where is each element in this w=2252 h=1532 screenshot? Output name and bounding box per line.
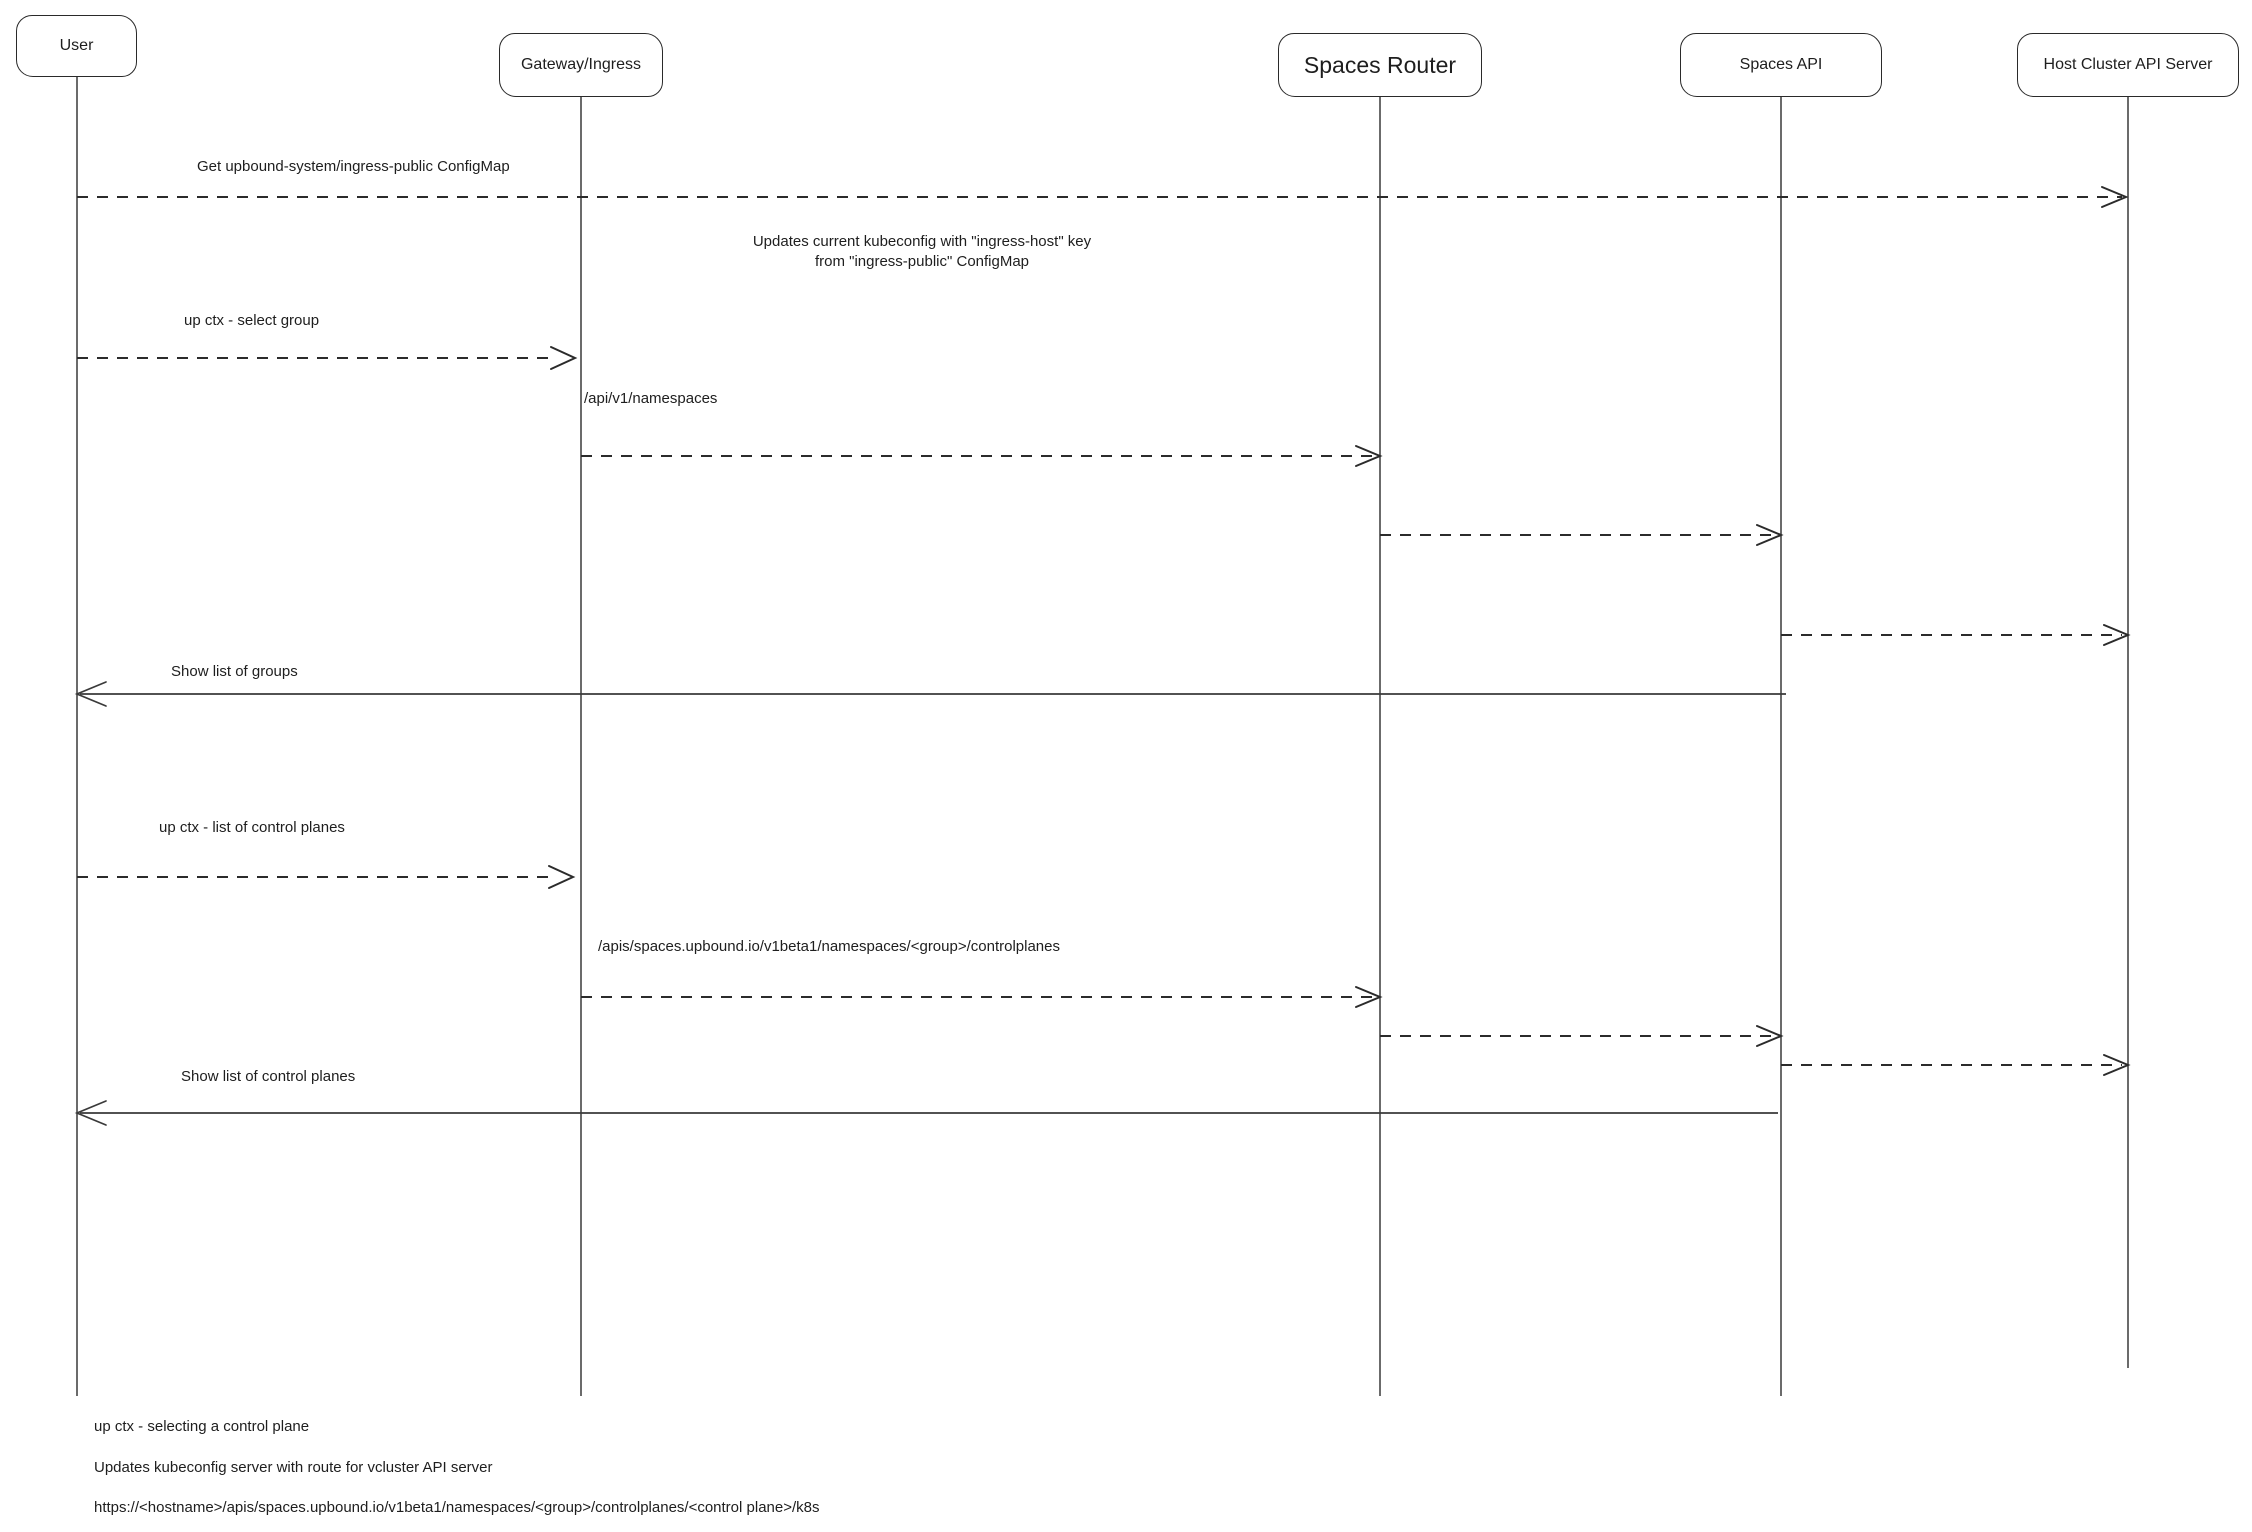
- actor-gateway-box: Gateway/Ingress: [499, 33, 663, 97]
- arrow-router-to-api-2: [1380, 1025, 1784, 1047]
- actor-spaces-api-label: Spaces API: [1739, 56, 1823, 73]
- footer-selecting-control-plane: up ctx - selecting a control plane: [94, 1418, 310, 1435]
- actor-user-box: User: [16, 15, 137, 77]
- note-line-1: Updates current kubeconfig with "ingress…: [752, 233, 1092, 250]
- actor-spaces-router-box: Spaces Router: [1278, 33, 1482, 97]
- arrow-list-control-planes: [77, 865, 576, 889]
- actor-gateway-label: Gateway/Ingress: [520, 56, 642, 73]
- actor-host-cluster-label: Host Cluster API Server: [2043, 56, 2213, 73]
- actor-user-label: User: [59, 37, 94, 54]
- arrow-namespaces-call: [581, 445, 1383, 467]
- arrow-select-group: [77, 346, 578, 370]
- arrow-router-to-api-1: [1380, 524, 1784, 546]
- arrow-get-configmap: [77, 186, 2129, 208]
- arrow-show-control-planes-return: [74, 1100, 1778, 1126]
- label-select-group: up ctx - select group: [184, 312, 320, 329]
- note-line-2: from "ingress-public" ConfigMap: [814, 253, 1030, 270]
- label-get-configmap: Get upbound-system/ingress-public Config…: [197, 158, 510, 175]
- arrow-api-to-host-1: [1781, 624, 2131, 646]
- arrow-show-groups-return: [74, 681, 1786, 707]
- actor-spaces-router-label: Spaces Router: [1303, 51, 1457, 78]
- label-controlplanes-call: /apis/spaces.upbound.io/v1beta1/namespac…: [598, 938, 1060, 955]
- footer-updates-kubeconfig-route: Updates kubeconfig server with route for…: [94, 1459, 493, 1476]
- actor-host-cluster-box: Host Cluster API Server: [2017, 33, 2239, 97]
- arrow-api-to-host-2: [1781, 1054, 2131, 1076]
- label-show-groups: Show list of groups: [171, 663, 298, 680]
- actor-spaces-api-box: Spaces API: [1680, 33, 1882, 97]
- label-list-control-planes: up ctx - list of control planes: [159, 819, 345, 836]
- arrow-controlplanes-call: [581, 986, 1383, 1008]
- label-show-control-planes: Show list of control planes: [181, 1068, 356, 1085]
- label-namespaces-call: /api/v1/namespaces: [584, 390, 718, 407]
- footer-vcluster-url: https://<hostname>/apis/spaces.upbound.i…: [94, 1499, 820, 1516]
- note-updates-kubeconfig: Updates current kubeconfig with "ingress…: [753, 232, 1091, 272]
